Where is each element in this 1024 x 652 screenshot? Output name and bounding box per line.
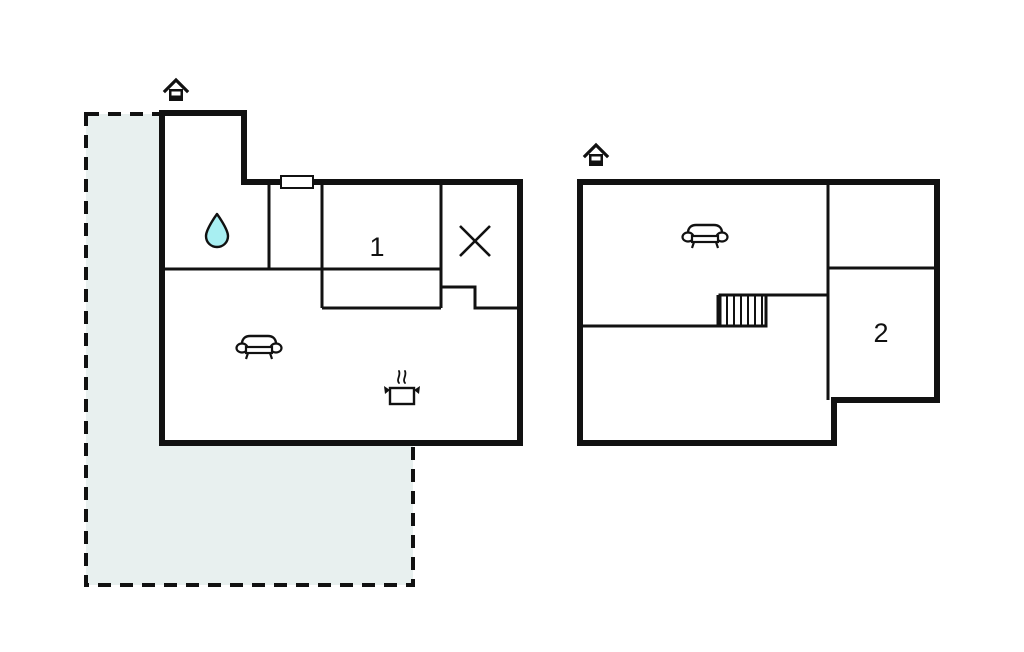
room-number-2: 2 — [873, 318, 888, 348]
ground-floor-outer-wall — [159, 110, 523, 446]
sofa-icon — [235, 334, 283, 360]
x-mark-icon — [459, 225, 491, 257]
stairs-icon — [718, 293, 768, 328]
house-icon — [162, 77, 190, 101]
upper-floor-interior-walls — [580, 182, 937, 400]
ground-floor-plan: 1 — [84, 77, 523, 587]
door-opening — [280, 175, 314, 189]
room-number-1: 1 — [369, 232, 384, 262]
ground-floor-interior-walls — [162, 182, 520, 310]
water-drop-icon — [204, 212, 230, 249]
house-icon — [582, 142, 610, 166]
sofa-icon — [681, 223, 729, 249]
upper-floor-plan: 2 — [577, 142, 940, 446]
cooking-pot-icon — [384, 370, 420, 406]
